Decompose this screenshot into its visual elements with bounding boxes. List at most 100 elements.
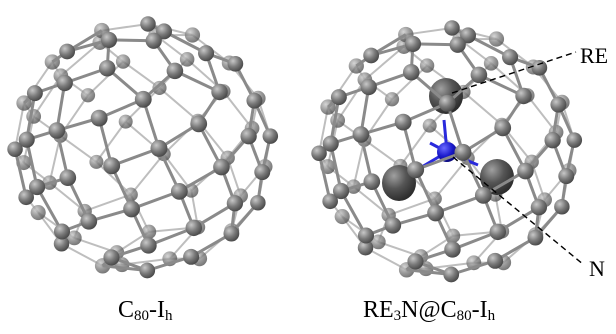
carbon-atom <box>449 36 466 53</box>
carbon-atom <box>454 143 472 161</box>
carbon-atom <box>183 248 200 265</box>
carbon-atom <box>156 23 173 40</box>
carbon-atom <box>150 139 168 157</box>
cage-bond <box>352 185 390 216</box>
carbon-atom <box>363 173 381 191</box>
carbon-atom <box>170 182 188 200</box>
cage-bond <box>399 125 431 167</box>
rare-earth-atom-2 <box>382 165 416 201</box>
carbon-atom <box>226 195 244 212</box>
carbon-atom <box>227 55 244 72</box>
carbon-atom <box>90 109 108 127</box>
cage-bond <box>405 26 453 36</box>
carbon-atom <box>166 62 184 80</box>
cage-bond <box>95 121 127 163</box>
carbon-atom <box>80 88 96 103</box>
cage-bond <box>162 153 193 192</box>
callout-line-re <box>451 51 577 94</box>
carbon-atom <box>488 31 505 47</box>
carbon-atom <box>48 122 66 139</box>
cage-bond <box>336 79 366 121</box>
carbon-atom <box>407 161 425 179</box>
cage-bond <box>141 98 161 149</box>
carbon-atom <box>527 229 544 246</box>
carbon-atom <box>53 235 70 252</box>
carbon-atom <box>474 186 492 204</box>
carbon-atom <box>419 58 435 73</box>
cage-bond <box>61 242 104 267</box>
cage-bond <box>435 193 484 215</box>
carbon-atom <box>444 20 460 36</box>
carbon-atom <box>531 59 548 76</box>
carbon-atom <box>363 47 380 64</box>
carbon-atom <box>502 49 519 66</box>
carbon-atom <box>311 145 327 161</box>
cage-bond <box>391 64 428 100</box>
carbon-atom <box>250 195 266 211</box>
carbon-atom <box>134 90 152 108</box>
carbon-atom <box>422 118 437 133</box>
carbon-atom <box>89 154 104 169</box>
carbon-atom <box>66 230 82 246</box>
carbon-atom <box>334 208 350 225</box>
carbon-atom <box>322 135 339 152</box>
cage-bond <box>445 102 465 153</box>
carbon-atom <box>30 204 46 221</box>
c80-cage-right <box>311 20 583 283</box>
carbon-atom <box>444 241 461 258</box>
carbon-atom <box>240 128 257 145</box>
carbon-atom <box>184 27 201 43</box>
carbon-atom <box>98 59 116 77</box>
carbon-atom <box>494 119 512 137</box>
carbon-atom <box>190 115 208 133</box>
cage-bond <box>526 94 557 133</box>
cage-bond <box>35 186 64 233</box>
carbon-atom <box>140 16 156 32</box>
carbon-atom <box>185 219 203 237</box>
carbon-atom <box>322 193 338 210</box>
carbon-atom <box>7 141 23 157</box>
cage-bond <box>158 87 199 122</box>
carbon-atom <box>558 168 575 185</box>
carbon-atom <box>443 266 460 283</box>
carbon-atom <box>370 234 386 250</box>
carbon-atom <box>18 131 35 148</box>
carbon-atom <box>254 164 271 181</box>
carbon-atom <box>360 78 377 96</box>
cage-bond <box>59 134 97 163</box>
carbon-atom <box>487 252 504 269</box>
carbon-atom <box>139 262 156 279</box>
carbon-atom <box>438 94 456 112</box>
carbon-atom <box>544 132 561 149</box>
caption-c80: C80-Ih <box>118 297 173 324</box>
cage-bond <box>60 41 101 77</box>
cage-bond <box>317 152 332 202</box>
carbon-atom <box>118 114 133 129</box>
carbon-atom <box>262 128 279 144</box>
carbon-atom <box>352 126 370 143</box>
carbon-atom <box>515 87 532 105</box>
cage-bond <box>388 197 436 217</box>
carbon-atom <box>357 239 374 256</box>
carbon-atom <box>213 158 230 176</box>
carbon-atom <box>483 56 499 71</box>
cage-bond <box>84 193 132 213</box>
carbon-atom <box>407 253 424 270</box>
re-label: RE <box>580 43 609 68</box>
carbon-atom <box>246 92 263 109</box>
carbon-atom <box>123 200 140 218</box>
carbon-atom <box>103 157 121 175</box>
carbon-atom <box>470 66 488 84</box>
carbon-atom <box>100 31 118 48</box>
carbon-atom <box>427 204 444 222</box>
cage-bond <box>462 91 503 126</box>
carbon-atom <box>357 227 375 244</box>
cage-bond <box>363 138 401 167</box>
carbon-atom <box>59 43 76 60</box>
carbon-atom <box>332 182 350 200</box>
carbon-atom <box>53 223 71 240</box>
carbon-atom <box>402 63 420 81</box>
cage-bond <box>364 45 405 81</box>
cage-bond <box>32 75 62 117</box>
